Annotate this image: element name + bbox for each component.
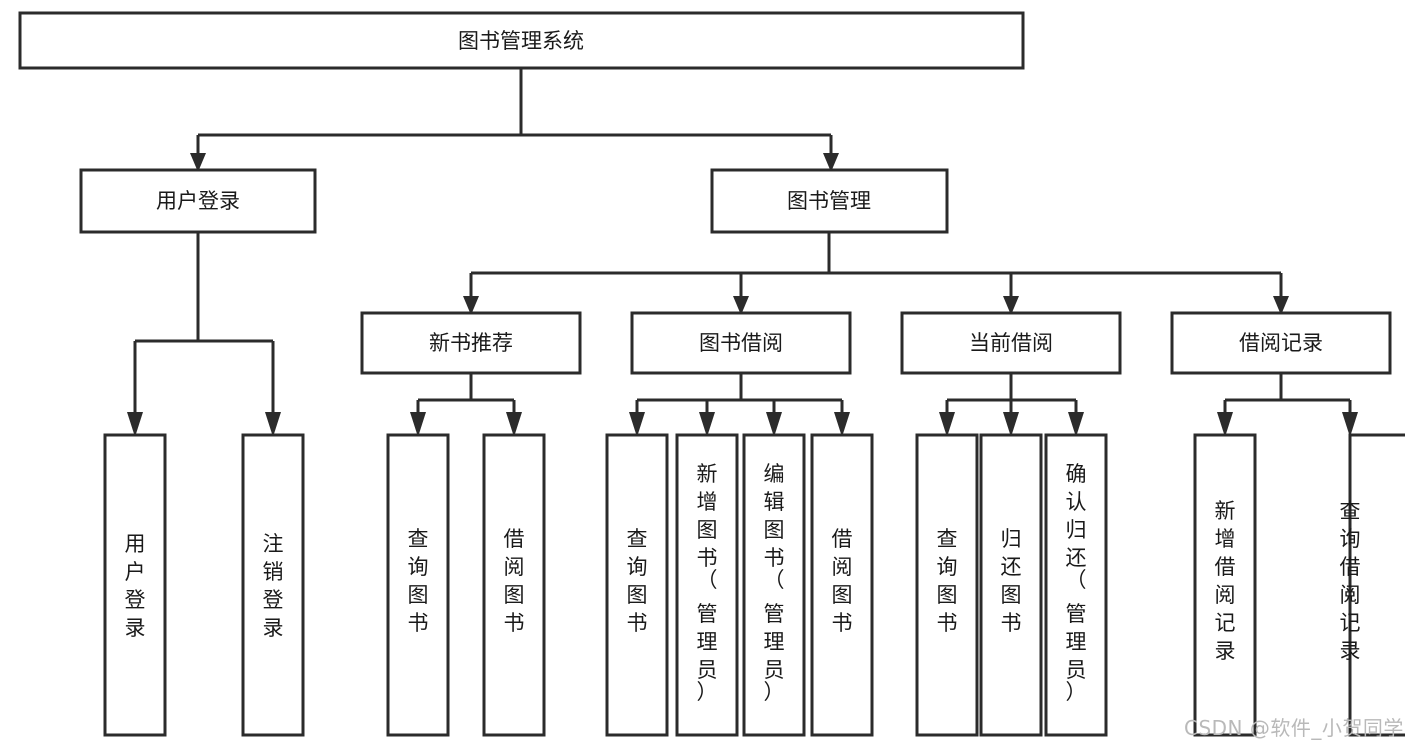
node-book-management-box[interactable] [710, 168, 949, 234]
arrow-to-leaf-edit-book [766, 412, 782, 437]
node-leaf-user-login-label: 用户登录 [125, 532, 146, 640]
node-leaf-borrow-book-1-box[interactable] [482, 433, 546, 737]
node-leaf-borrow-book-1-label: 借阅图书 [504, 527, 525, 635]
arrow-to-leaf-query-book-2 [629, 412, 645, 437]
node-root[interactable]: 图书管理系统 [18, 11, 1025, 70]
edge-bookmgmt-bus [469, 232, 1283, 300]
node-leaf-confirm-return-box[interactable] [1044, 433, 1108, 737]
arrow-to-leaf-confirm-return [1068, 412, 1084, 437]
arrow-to-user-login [190, 153, 206, 172]
node-leaf-query-record-label: 查询借阅记录 [1340, 499, 1361, 663]
arrow-to-book-borrow [733, 296, 749, 315]
node-leaf-query-book-3-label: 查询图书 [937, 527, 958, 635]
node-leaf-logout-box[interactable] [241, 433, 305, 737]
node-leaf-return-book-box[interactable] [979, 433, 1043, 737]
edge-currentborrow-bus [945, 373, 1078, 422]
node-leaf-add-book[interactable]: 新增图书（管理员） [675, 433, 739, 737]
node-leaf-query-book-1-box[interactable] [386, 433, 450, 737]
csdn-watermark: CSDN @软件_小贺同学 [1184, 716, 1404, 740]
edge-newbook-bus [416, 373, 516, 422]
arrow-to-leaf-return-book [1003, 412, 1019, 437]
node-leaf-logout[interactable]: 注销登录 [241, 433, 305, 737]
node-leaf-query-record[interactable]: 查询借阅记录 [1340, 433, 1405, 737]
arrow-to-leaf-query-book-1 [410, 412, 426, 437]
node-borrow-record-label: 借阅记录 [1239, 331, 1323, 355]
node-leaf-edit-book[interactable]: 编辑图书（管理员） [742, 433, 806, 737]
node-leaf-add-book-box[interactable] [675, 433, 739, 737]
arrow-to-leaf-add-book [699, 412, 715, 437]
edge-borrowrecord-bus [1223, 373, 1352, 422]
node-book-management[interactable]: 图书管理 [710, 168, 949, 234]
node-leaf-borrow-book-2[interactable]: 借阅图书 [810, 433, 874, 737]
arrow-to-leaf-query-book-3 [939, 412, 955, 437]
node-new-book-recommend[interactable]: 新书推荐 [360, 311, 582, 375]
node-leaf-edit-book-label: 编辑图书（管理员） [764, 462, 785, 704]
node-leaf-borrow-book-1[interactable]: 借阅图书 [482, 433, 546, 737]
node-leaf-query-book-2-label: 查询图书 [627, 527, 648, 635]
arrow-to-borrow-record [1273, 296, 1289, 315]
arrow-to-leaf-query-record [1342, 412, 1358, 437]
node-leaf-borrow-book-2-box[interactable] [810, 433, 874, 737]
node-leaf-user-login[interactable]: 用户登录 [103, 433, 167, 737]
node-leaf-return-book[interactable]: 归还图书 [979, 433, 1043, 737]
node-borrow-record-box[interactable] [1170, 311, 1392, 375]
node-user-login-label: 用户登录 [156, 189, 240, 213]
node-book-borrow[interactable]: 图书借阅 [630, 311, 852, 375]
arrow-to-leaf-logout [265, 412, 281, 437]
node-book-management-label: 图书管理 [787, 189, 871, 213]
node-leaf-query-book-3-box[interactable] [915, 433, 979, 737]
edge-userlogin-bus [133, 232, 275, 422]
node-book-borrow-box[interactable] [630, 311, 852, 375]
node-leaf-query-book-2[interactable]: 查询图书 [605, 433, 669, 737]
node-leaf-add-record-label: 新增借阅记录 [1215, 499, 1236, 663]
node-leaf-query-book-3[interactable]: 查询图书 [915, 433, 979, 737]
node-leaf-add-book-label: 新增图书（管理员） [697, 462, 718, 704]
node-borrow-record[interactable]: 借阅记录 [1170, 311, 1392, 375]
node-leaf-return-book-label: 归还图书 [1001, 527, 1022, 635]
arrow-to-leaf-borrow-book-1 [506, 412, 522, 437]
node-current-borrow-label: 当前借阅 [969, 331, 1053, 355]
node-current-borrow-box[interactable] [900, 311, 1122, 375]
arrow-to-book-management [823, 153, 839, 172]
node-leaf-logout-label: 注销登录 [263, 532, 284, 640]
node-root-box[interactable] [18, 11, 1025, 70]
arrow-to-current-borrow [1003, 296, 1019, 315]
node-new-book-recommend-label: 新书推荐 [429, 331, 513, 355]
node-leaf-query-book-1[interactable]: 查询图书 [386, 433, 450, 737]
node-user-login-box[interactable] [79, 168, 317, 234]
edge-bookborrow-bus [635, 373, 844, 422]
node-leaf-query-record-box[interactable] [1348, 433, 1405, 737]
node-leaf-edit-book-box[interactable] [742, 433, 806, 737]
arrow-to-leaf-user-login [127, 412, 143, 437]
node-leaf-query-book-1-label: 查询图书 [408, 527, 429, 635]
arrow-to-leaf-borrow-book-2 [834, 412, 850, 437]
node-leaf-confirm-return-label: 确认归还（管理员） [1066, 462, 1087, 704]
node-leaf-user-login-box[interactable] [103, 433, 167, 737]
node-new-book-recommend-box[interactable] [360, 311, 582, 375]
node-leaf-add-record[interactable]: 新增借阅记录 [1193, 433, 1257, 737]
edge-root-bus [196, 68, 833, 157]
node-root-label: 图书管理系统 [458, 29, 584, 53]
node-leaf-query-book-2-box[interactable] [605, 433, 669, 737]
arrow-to-leaf-add-record [1217, 412, 1233, 437]
node-user-login[interactable]: 用户登录 [79, 168, 317, 234]
arrow-to-new-book-recommend [463, 296, 479, 315]
node-current-borrow[interactable]: 当前借阅 [900, 311, 1122, 375]
node-leaf-borrow-book-2-label: 借阅图书 [832, 527, 853, 635]
node-leaf-confirm-return[interactable]: 确认归还（管理员） [1044, 433, 1108, 737]
node-leaf-add-record-box[interactable] [1193, 433, 1257, 737]
connector-layer [127, 68, 1358, 437]
node-book-borrow-label: 图书借阅 [699, 331, 783, 355]
